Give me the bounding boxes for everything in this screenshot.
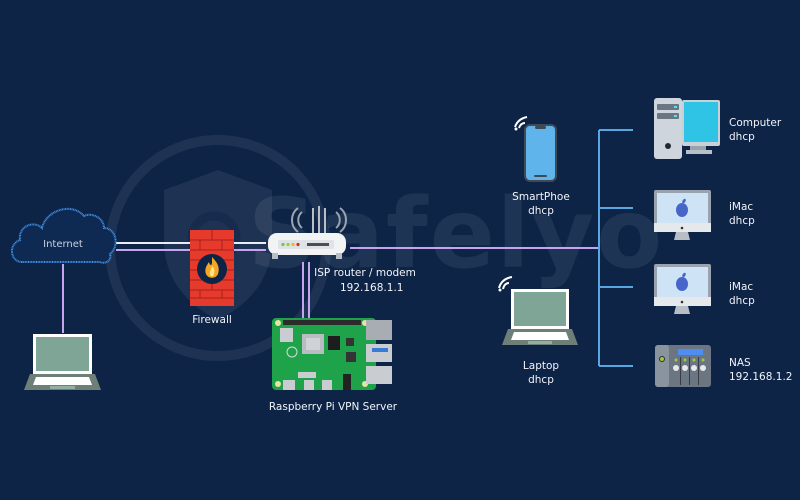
lan-device-label: NAS — [729, 357, 751, 369]
lan-device-label: iMac — [729, 281, 754, 293]
router-label: ISP router / modem — [314, 267, 416, 279]
lan-device-label: iMac — [729, 201, 754, 213]
lan-device-sub: dhcp — [729, 131, 755, 143]
smartphone-sub: dhcp — [528, 205, 554, 217]
apple-logo-icon — [676, 272, 688, 291]
firewall-label: Firewall — [192, 314, 232, 326]
laptop-label: Laptop — [522, 360, 560, 372]
router-ip: 192.168.1.1 — [340, 282, 404, 294]
internet-label: Internet — [43, 239, 83, 250]
lan-device-sub: dhcp — [729, 295, 755, 307]
smartphone-label: SmartPhoe — [512, 191, 570, 203]
lan-device-label: Computer — [729, 117, 782, 129]
laptop-sub: dhcp — [528, 374, 554, 386]
lan-device-sub: 192.168.1.2 — [729, 371, 793, 383]
lan-device-sub: dhcp — [729, 215, 755, 227]
apple-logo-icon — [676, 198, 688, 217]
raspberry-pi-label: Raspberry Pi VPN Server — [268, 401, 398, 413]
